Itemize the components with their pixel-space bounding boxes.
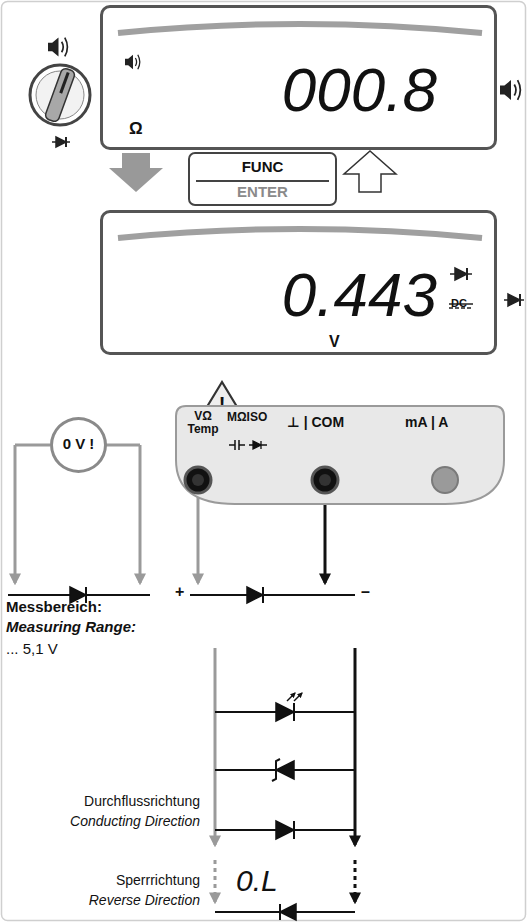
zener-diode-symbol: [272, 759, 294, 781]
diode-symbol: [455, 268, 467, 280]
probe-lead: [106, 444, 140, 447]
diode-symbol: [280, 904, 296, 920]
jack-label: mA | A: [405, 415, 448, 430]
diode-bar: [293, 821, 295, 839]
sound-wave: [62, 42, 64, 53]
probe-lead: [15, 444, 50, 447]
range-heading: Messbereich:: [6, 598, 102, 615]
light-arrow: [294, 693, 302, 701]
polarity-sign: +: [175, 583, 184, 601]
speaker-body: [125, 55, 133, 69]
diode-bar: [65, 137, 67, 147]
diode-symbol: [247, 587, 263, 603]
lcd-display: 000.8Ω: [100, 5, 497, 150]
probe-lead: [14, 445, 17, 583]
voltage-warning-circle: 0 V !: [50, 417, 107, 473]
button-label: ENTER: [190, 184, 335, 201]
button-label: FUNC: [190, 159, 335, 176]
diode-bar: [466, 268, 468, 280]
jack-label: VΩ Temp: [183, 410, 223, 436]
diode-triangle: [247, 587, 263, 603]
down-arrow: [109, 153, 163, 192]
diode-triangle: [276, 821, 294, 839]
knob-body: [44, 67, 76, 123]
direction-label: Durchflussrichtung: [84, 793, 200, 809]
warning-text: 0 V !: [53, 436, 104, 453]
sound-wave: [65, 38, 68, 57]
unit-symbol: V: [329, 333, 340, 351]
input-jack: [312, 467, 338, 493]
display-reading: 0.443: [282, 261, 437, 329]
function-button: FUNC ENTER: [188, 152, 337, 206]
sound-wave: [518, 80, 521, 100]
sound-wave: [138, 55, 140, 69]
diode-bar: [519, 294, 521, 306]
up-arrow: [344, 151, 396, 192]
jack-label: ⊥ | COM: [287, 415, 344, 430]
diode-triangle: [276, 703, 294, 721]
overload-reading: 0.L: [236, 864, 278, 899]
display-reading: 000.8: [282, 56, 437, 124]
diode-triangle: [276, 761, 294, 779]
sound-wave: [514, 85, 516, 96]
polarity-sign: –: [361, 583, 370, 601]
test-lead: [214, 860, 217, 902]
knob-pointer: [61, 72, 69, 93]
test-lead: [214, 648, 217, 845]
test-lead: [197, 495, 200, 583]
diode-bar: [293, 703, 295, 721]
jack-label: MΩISO: [227, 411, 267, 424]
led-symbol: [276, 693, 302, 721]
mode-symbol: DC: [451, 297, 467, 309]
diode-symbol: [508, 294, 520, 306]
switch-knob: [44, 67, 76, 123]
test-lead: [354, 648, 357, 845]
unit-symbol: Ω: [129, 120, 143, 139]
speaker-body: [500, 80, 511, 100]
input-jack: [432, 467, 458, 493]
bargraph-arc: [118, 24, 482, 33]
diode-bar: [279, 904, 281, 920]
lcd-display: 0.443DC V: [100, 210, 497, 355]
buzzer-symbol: [500, 80, 520, 100]
light-arrow: [287, 693, 295, 701]
rotary-switch: [30, 65, 90, 125]
direction-label: Conducting Direction: [70, 813, 200, 829]
direction-label: Reverse Direction: [89, 892, 200, 908]
test-lead: [354, 860, 357, 902]
buzzer-symbol: [125, 55, 140, 69]
test-lead: [324, 495, 327, 583]
diode-bar: [262, 587, 264, 603]
diode-triangle: [56, 137, 66, 147]
circuit-wire: [190, 594, 355, 596]
range-value: ... 5,1 V: [6, 640, 58, 657]
range-heading: Measuring Range:: [6, 618, 136, 635]
speaker-body: [48, 38, 59, 57]
diode-symbol: [276, 821, 294, 839]
capacitor-symbol: [229, 440, 245, 450]
panel-body: [176, 406, 504, 504]
diode-triangle: [280, 904, 296, 920]
diode-symbol: [56, 137, 66, 147]
jack-socket: [192, 474, 204, 486]
bargraph-arc: [118, 229, 482, 238]
direction-label: Sperrrichtung: [116, 872, 200, 888]
input-jack: [185, 467, 211, 493]
probe-lead: [139, 445, 142, 583]
diode-symbol: [249, 441, 267, 449]
zener-bar: [272, 759, 280, 781]
diode-triangle: [455, 268, 467, 280]
buzzer-symbol: [48, 38, 67, 57]
jack-panel: VΩ Temp MΩISO ⊥ | COM mA | A: [175, 405, 505, 505]
sound-wave: [135, 58, 136, 66]
jack-socket: [319, 474, 331, 486]
button-divider: [196, 180, 329, 182]
diode-triangle: [508, 294, 520, 306]
